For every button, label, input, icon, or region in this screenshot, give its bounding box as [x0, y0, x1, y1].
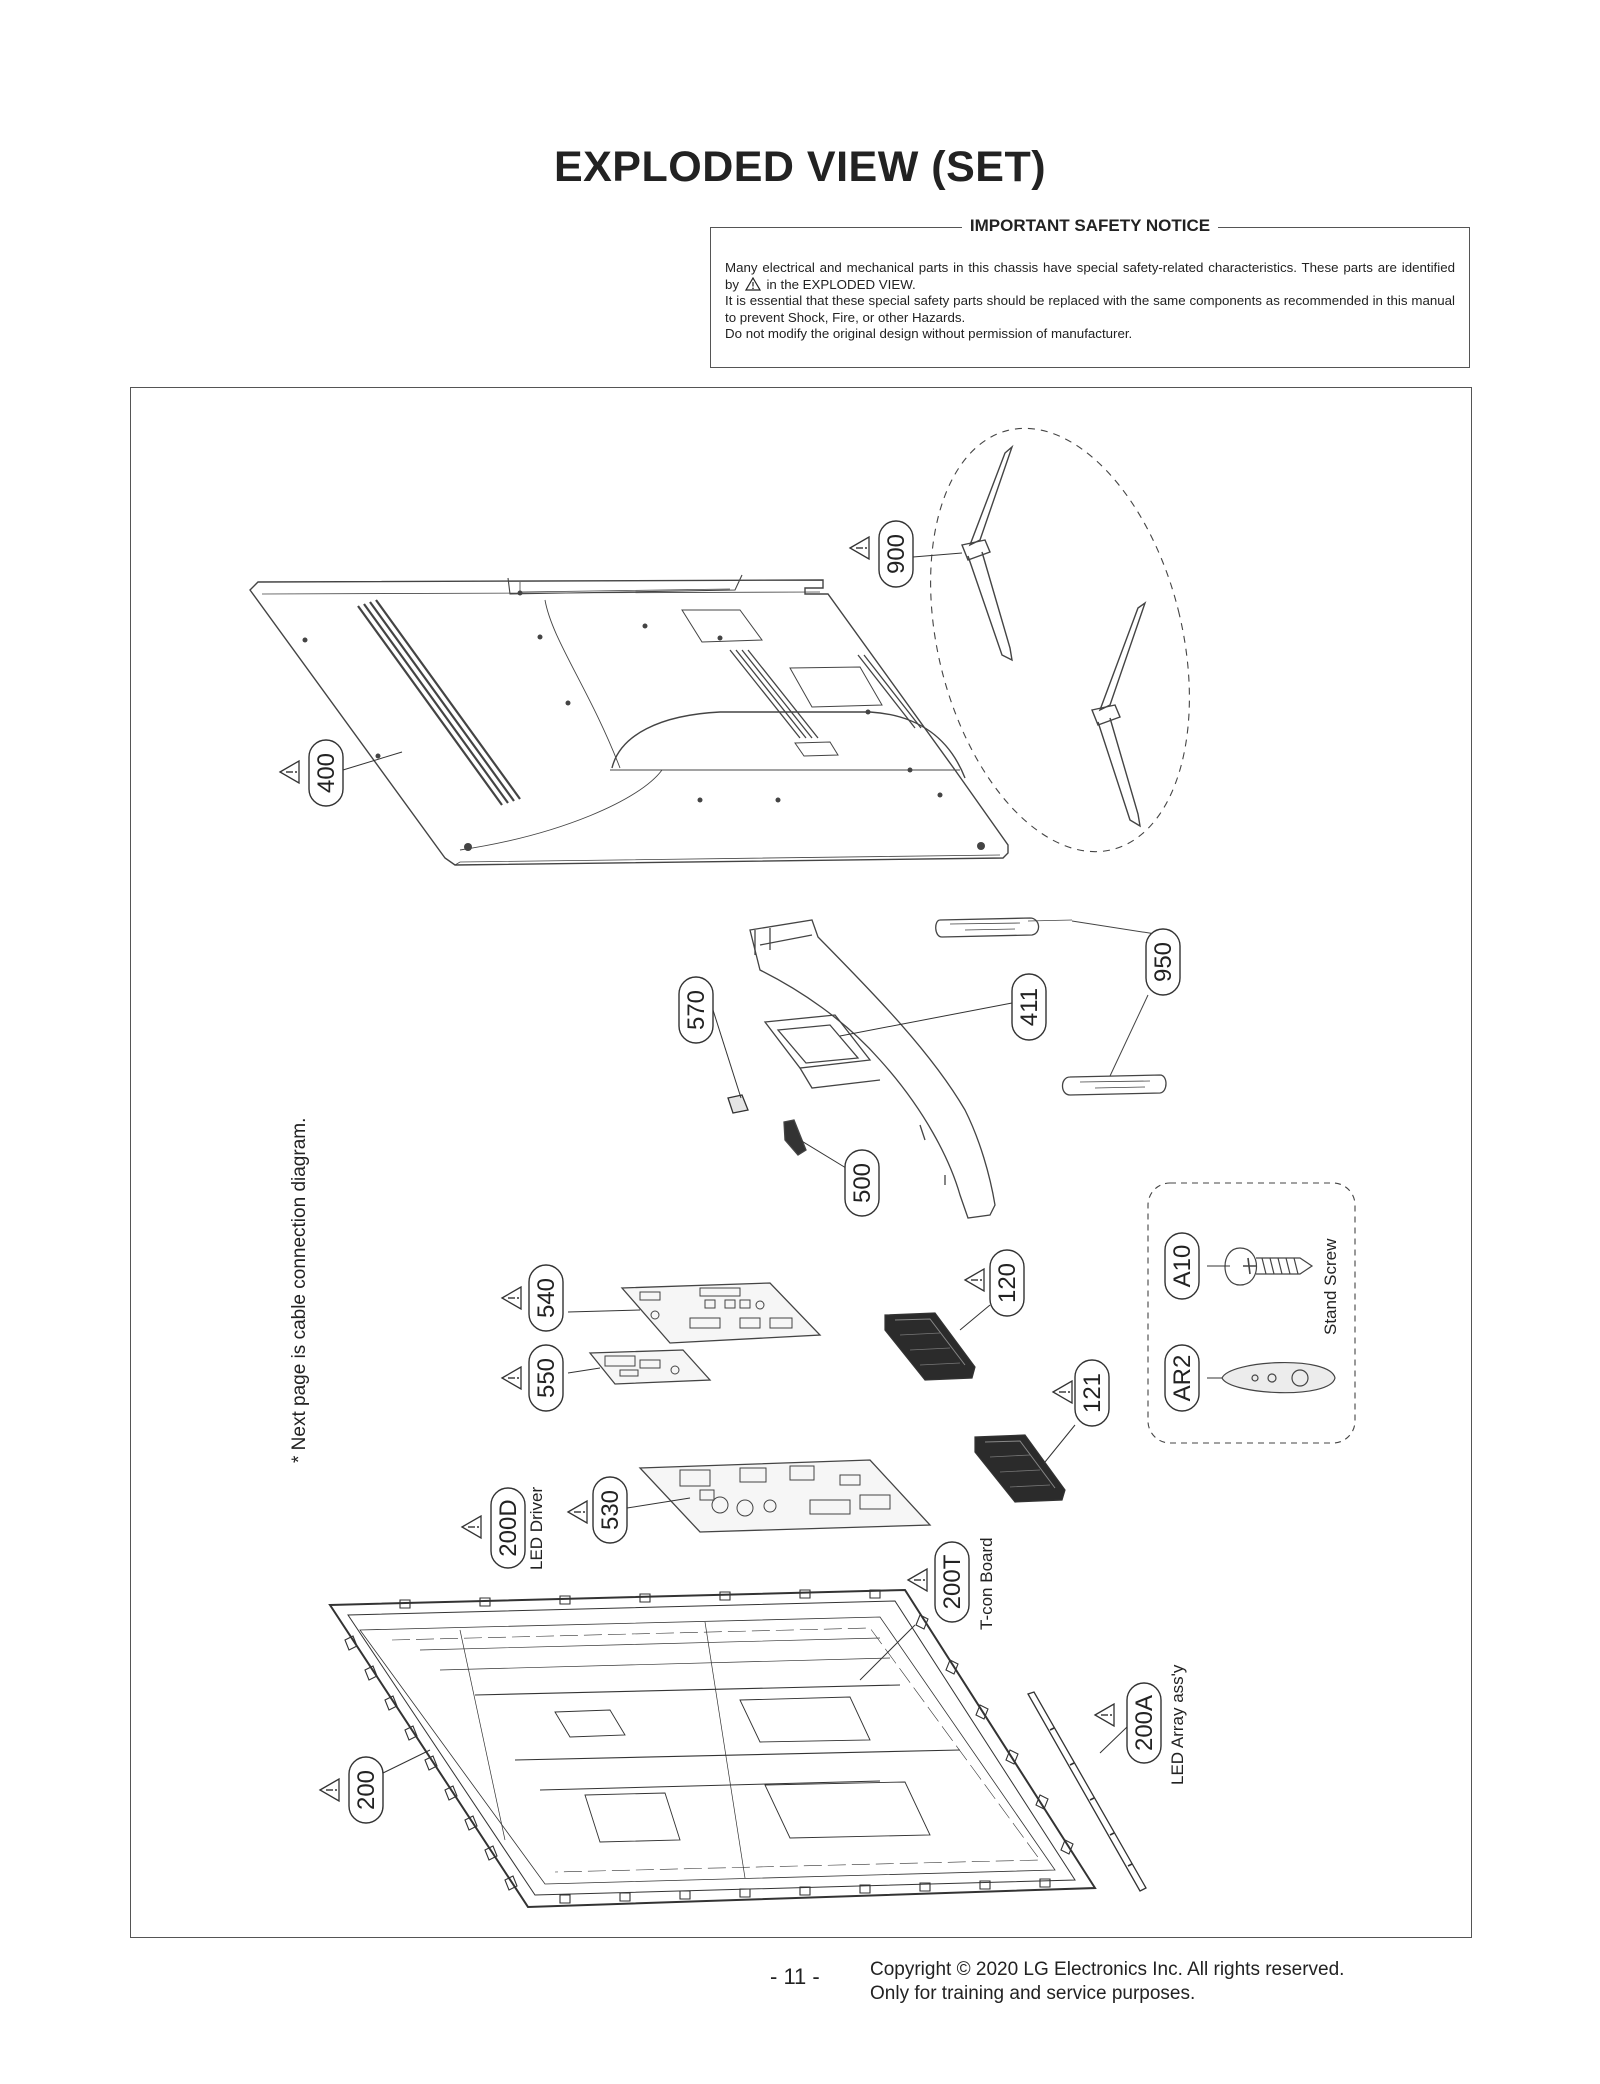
- part-530-label: 530: [597, 1490, 624, 1530]
- callout-120: [989, 1249, 1025, 1317]
- callout-411: [1011, 973, 1047, 1041]
- warning-triangle-icon: [849, 536, 870, 560]
- main-boards-drawing: [588, 1282, 932, 1533]
- notice-text-2: It is essential that these special safet…: [725, 293, 1455, 325]
- callout-540: [528, 1264, 564, 1332]
- notice-text-1b: in the EXPLODED VIEW.: [766, 276, 916, 292]
- callout-121: [1074, 1359, 1110, 1427]
- speakers-drawing: [884, 1312, 1066, 1503]
- back-cover-drawing: [249, 574, 1009, 866]
- callout-900: [878, 520, 914, 588]
- part-550-label: 550: [533, 1358, 560, 1398]
- warning-triangle-icon: [907, 1568, 928, 1592]
- warning-triangle-icon: [279, 760, 300, 784]
- notice-text-3: Do not modify the original design withou…: [725, 326, 1133, 341]
- callout-200A: [1126, 1682, 1162, 1764]
- tcon-board-label: T-con Board: [977, 1537, 996, 1630]
- part-570-label: 570: [683, 990, 710, 1030]
- callout-950: [1145, 928, 1181, 996]
- cable-diagram-note: * Next page is cable connection diagram.: [289, 1118, 310, 1463]
- callout-200D: [490, 1487, 526, 1569]
- part-120-label: 120: [994, 1263, 1021, 1303]
- page-title: EXPLODED VIEW (SET): [553, 143, 1047, 191]
- notice-text-1a: Many electrical and mechanical parts in …: [725, 260, 1455, 292]
- warning-triangle-icon: [1052, 1380, 1073, 1404]
- warning-triangle-icon: [964, 1268, 985, 1292]
- part-900-label: 900: [883, 534, 910, 574]
- warning-triangle-icon: [501, 1366, 522, 1390]
- part-411-label: 411: [1016, 988, 1043, 1026]
- callout-400: [308, 739, 344, 807]
- part-121-label: 121: [1079, 1373, 1106, 1413]
- warning-triangle-icon: [501, 1286, 522, 1310]
- led-driver-label: LED Driver: [527, 1487, 546, 1570]
- lcd-module-drawing: [328, 1588, 1097, 1909]
- callout-ovals: [308, 520, 1200, 1824]
- remote-controls-drawing: [935, 917, 1167, 1096]
- led-array-label: LED Array ass'y: [1168, 1664, 1187, 1785]
- warning-triangle-icon: [319, 1778, 340, 1802]
- page-number: - 11 -: [770, 1964, 820, 1989]
- callout-200T: [934, 1541, 970, 1623]
- callout-200: [348, 1756, 384, 1824]
- stand-screw-label: Stand Screw: [1321, 1238, 1340, 1335]
- leader-lines: [342, 552, 1230, 1774]
- callout-550: [528, 1344, 564, 1412]
- accessories-drawing: [1147, 1182, 1356, 1444]
- part-540-label: 540: [533, 1278, 560, 1318]
- copyright-line-2: Only for training and service purposes.: [870, 1983, 1196, 2004]
- copyright-line-1: Copyright © 2020 LG Electronics Inc. All…: [870, 1959, 1345, 1980]
- safety-notice-box: IMPORTANT SAFETY NOTICE Many electrical …: [710, 216, 1470, 368]
- warning-triangle-icon: [1094, 1703, 1115, 1727]
- part-500-label: 500: [849, 1163, 876, 1203]
- warning-triangle-icon: [461, 1515, 482, 1539]
- part-950-label: 950: [1150, 942, 1177, 982]
- part-200-label: 200: [353, 1770, 380, 1810]
- warning-triangle-icon: [567, 1500, 588, 1524]
- callout-A10: [1164, 1232, 1200, 1300]
- callout-530: [592, 1476, 628, 1544]
- part-200A-label: 200A: [1131, 1695, 1158, 1751]
- part-200T-label: 200T: [939, 1554, 966, 1609]
- safety-notice-body: Many electrical and mechanical parts in …: [725, 260, 1455, 343]
- callout-500: [844, 1149, 880, 1217]
- safety-notice-heading: IMPORTANT SAFETY NOTICE: [961, 216, 1219, 235]
- part-A10-label: A10: [1169, 1245, 1196, 1288]
- exploded-view-frame: [130, 387, 1472, 1938]
- rear-bracket-drawing: [727, 919, 996, 1219]
- callout-AR2: [1164, 1344, 1200, 1412]
- part-400-label: 400: [313, 753, 340, 793]
- part-200D-label: 200D: [495, 1499, 522, 1556]
- callout-570: [678, 976, 714, 1044]
- copyright-block: Copyright © 2020 LG Electronics Inc. All…: [870, 1958, 1344, 2006]
- led-array-drawing: [1027, 1691, 1147, 1892]
- part-AR2-label: AR2: [1169, 1355, 1196, 1402]
- stand-drawing: [930, 427, 1190, 853]
- warning-triangle-icon: [744, 276, 761, 291]
